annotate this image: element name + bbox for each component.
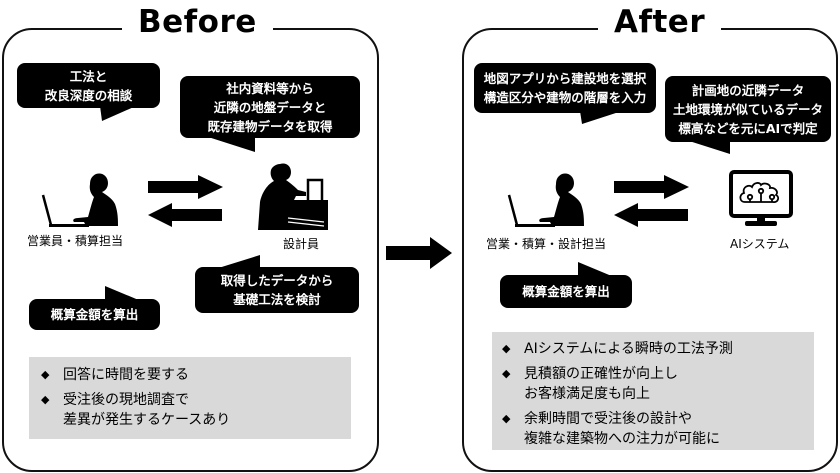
note-item: ◆ 余剰時間で受注後の設計や 複雑な建築物への注力が可能に [502, 411, 720, 447]
bubble-input-tail [580, 111, 622, 124]
bubble-input: 地図アプリから建設地を選択 構造区分や建物の階層を入力 [474, 63, 656, 113]
bubble-consult-tail [100, 106, 136, 121]
bubble-examine: 取得したデータから 基礎工法を検討 [195, 267, 359, 313]
bubble-estimate-after: 概算金額を算出 [500, 275, 632, 308]
arrow-right-icon [148, 175, 223, 199]
diamond-bullet-icon: ◆ [502, 342, 511, 355]
diamond-bullet-icon: ◆ [41, 393, 50, 406]
ai-computer-icon [729, 170, 793, 226]
note-item: ◆ 回答に時間を要する [41, 367, 189, 383]
bubble-examine-tail [212, 255, 260, 270]
after-panel: After [462, 0, 838, 472]
actor-staff-label: 営業・積算・設計担当 [486, 237, 607, 251]
note-item: ◆ 受注後の現地調査で 差異が発生するケースあり [41, 392, 231, 428]
diamond-bullet-icon: ◆ [41, 368, 50, 381]
arrow-left-icon [614, 203, 688, 227]
after-notes: ◆ AIシステムによる瞬時の工法予測 ◆ 見積額の正確性が向上し お客様満足度も… [492, 332, 814, 450]
arrow-right-icon [614, 175, 689, 199]
diamond-bullet-icon: ◆ [502, 367, 511, 380]
actor-designer-label: 設計員 [283, 237, 320, 251]
designer-workstation-icon [258, 163, 328, 230]
arrow-left-icon [148, 203, 222, 227]
note-item: ◆ AIシステムによる瞬時の工法予測 [502, 341, 733, 357]
actor-ai-label: AIシステム [730, 237, 790, 251]
staff-laptop-icon [507, 173, 584, 227]
actor-sales-label: 営業員・積算担当 [27, 234, 124, 248]
transition-arrow-icon [386, 237, 452, 269]
bubble-estimate-tail [105, 286, 141, 301]
bubble-consult: 工法と 改良深度の相談 [17, 63, 160, 108]
note-item: ◆ 見積額の正確性が向上し お客様満足度も向上 [502, 366, 678, 402]
before-panel: Before [2, 0, 379, 472]
bubble-ai-judge-tail [686, 140, 730, 154]
bubble-ai-judge: 計画地の近隣データ 土地環境が似ているデータ 標高などを元にAIで判定 [665, 76, 831, 142]
exchange-arrows-icon [614, 175, 689, 227]
before-notes: ◆ 回答に時間を要する ◆ 受注後の現地調査で 差異が発生するケースあり [29, 357, 351, 439]
bubble-estimate-before: 概算金額を算出 [29, 299, 160, 330]
exchange-arrows-icon [148, 175, 223, 227]
bubble-estimate-after-tail [578, 262, 614, 277]
salesperson-laptop-icon [41, 173, 118, 227]
brain-circuit-icon [739, 182, 780, 203]
after-title: After [598, 0, 722, 44]
bubble-acquire-tail [205, 136, 255, 152]
before-title: Before [122, 0, 273, 44]
bubble-acquire: 社内資料等から 近隣の地盤データと 既存建物データを取得 [180, 76, 360, 138]
diamond-bullet-icon: ◆ [502, 412, 511, 425]
